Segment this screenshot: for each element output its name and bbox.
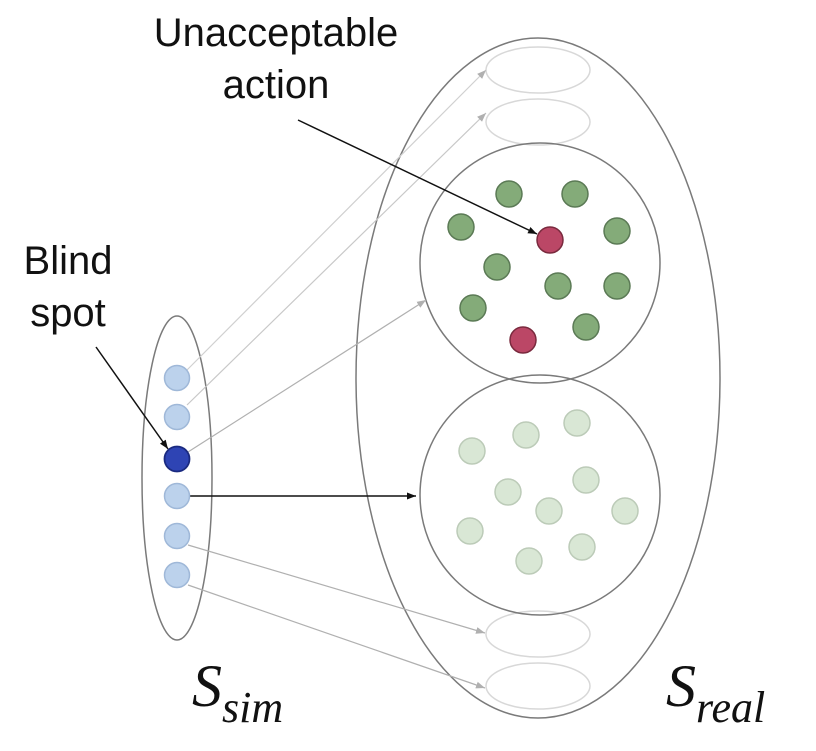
faded-node	[515, 547, 543, 575]
green-node	[459, 294, 487, 322]
mapping-arrow	[187, 584, 486, 689]
green-node	[447, 213, 475, 241]
mapping-arrow	[187, 544, 486, 634]
unacceptable-action-node-2	[509, 326, 537, 354]
mapping-arrow	[186, 112, 487, 406]
active-cluster-nodes	[447, 180, 631, 341]
blind-spot-pointer	[95, 346, 169, 450]
faded-node	[563, 409, 591, 437]
faded-node	[568, 533, 596, 561]
s-real-label: Sreal	[666, 653, 765, 732]
s-sim-ellipse	[141, 315, 213, 641]
mapping-arrow	[186, 69, 487, 371]
unacceptable-label-line2: action	[223, 63, 330, 107]
s-real-main: S	[666, 653, 696, 719]
blind-spot-label-line1: Blind	[24, 239, 113, 283]
faint-ellipse-top-2	[485, 98, 591, 146]
faded-node	[458, 437, 486, 465]
s-sim-sub: sim	[222, 683, 283, 732]
s-sim-main: S	[192, 653, 222, 719]
faded-state-cluster	[419, 374, 661, 616]
faint-ellipse-top-1	[485, 46, 591, 94]
faded-node	[494, 478, 522, 506]
green-node	[603, 272, 631, 300]
sim-state	[163, 403, 191, 431]
faded-node	[456, 517, 484, 545]
s-real-sub: real	[696, 683, 765, 732]
sim-state	[163, 364, 191, 392]
grey-mapping-arrows	[186, 69, 487, 689]
s-real-ellipse	[355, 37, 721, 719]
faint-ellipse-bottom-2	[485, 662, 591, 710]
green-node	[572, 313, 600, 341]
green-node	[561, 180, 589, 208]
mapping-arrow	[187, 299, 427, 453]
active-state-cluster	[419, 142, 661, 384]
unacceptable-pointer	[297, 119, 538, 235]
green-node	[544, 272, 572, 300]
sim-state	[163, 482, 191, 510]
sim-states	[163, 364, 191, 589]
faded-cluster-nodes	[456, 409, 639, 575]
green-node	[495, 180, 523, 208]
unacceptable-label-line1: Unacceptable	[154, 11, 399, 55]
green-node	[603, 217, 631, 245]
green-node	[483, 253, 511, 281]
blind-spot-label-line2: spot	[30, 291, 106, 335]
unacceptable-action-node	[536, 226, 564, 254]
faded-node	[535, 497, 563, 525]
s-sim-label: Ssim	[192, 653, 283, 732]
faint-ellipse-bottom-1	[485, 610, 591, 658]
sim-state	[163, 561, 191, 589]
faded-node	[611, 497, 639, 525]
faded-node	[512, 421, 540, 449]
faded-node	[572, 466, 600, 494]
blind-spot-node	[163, 445, 191, 473]
sim-state	[163, 522, 191, 550]
